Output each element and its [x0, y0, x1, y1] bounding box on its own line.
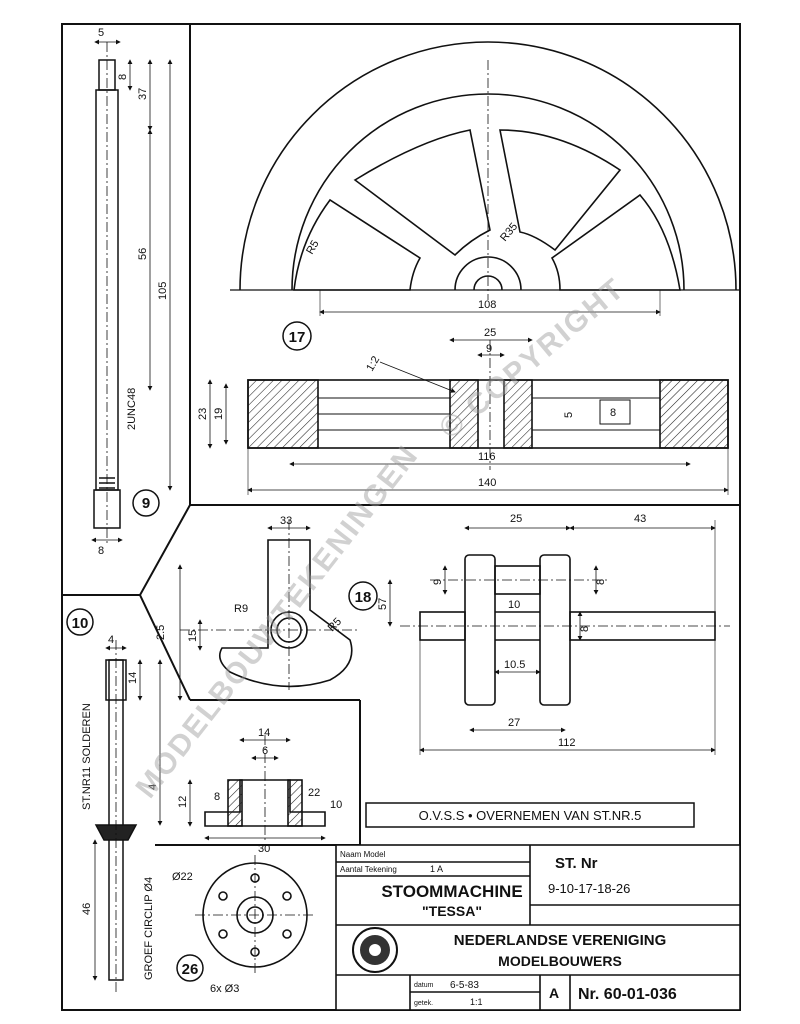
- p26-dim-d-top: 8: [214, 791, 220, 803]
- p17-dim-angle: 1:2: [364, 354, 382, 373]
- p10-dim-length: 46: [81, 903, 93, 915]
- p9-dim-l1: 37: [137, 88, 149, 100]
- p10-note-clip: GROEF CIRCLIP Ø4: [143, 877, 155, 980]
- p26-dim-holes: 6x Ø3: [210, 983, 239, 995]
- p9-balloon: [132, 489, 160, 517]
- p18-dim-arm-h: 15: [187, 630, 199, 642]
- p17-number: 17: [289, 329, 306, 346]
- watermark-text: MODELBOUWTEKENINGEN: [130, 439, 426, 804]
- tb-drawing-nr: Nr. 60-01-036: [578, 986, 677, 1003]
- part-17-flywheel: [230, 41, 740, 316]
- p26-dim-hub-w: 14: [258, 727, 270, 739]
- part-18-crankshaft: [387, 520, 730, 755]
- p26-number: 26: [182, 961, 199, 978]
- p18-dim-r-pin: R5: [326, 616, 344, 634]
- p18-number: 18: [355, 589, 372, 606]
- p18-dim-arm-w: 33: [280, 515, 292, 527]
- p10-balloon: [66, 608, 94, 636]
- p9-dim-bottom: 8: [98, 545, 104, 557]
- p17-dim-hub-w: 25: [484, 327, 496, 339]
- tb-st-parts: 9-10-17-18-26: [548, 881, 630, 896]
- tb-org-line1: NEDERLANDSE VERENIGING: [454, 932, 667, 949]
- tb-label-tekening: Aantal Tekening: [340, 865, 397, 874]
- p10-note-solder: ST.NR11 SOLDEREN: [81, 703, 93, 810]
- p18-balloon: [348, 581, 378, 611]
- p18-dim-arm-r: R9: [234, 603, 248, 615]
- p10-dim-side-d: 2.5: [155, 625, 167, 640]
- p9-number: 9: [142, 495, 150, 512]
- note-box: [365, 802, 695, 828]
- p18-dim-d-shaft: 8: [579, 626, 591, 632]
- p18-dim-d-pin: 8: [595, 579, 607, 585]
- p17-dim-web: 5: [563, 412, 575, 418]
- p18-dim-gap: 10.5: [504, 659, 525, 671]
- part-10-pin: [92, 640, 163, 995]
- p9-dim-top-w: 5: [98, 27, 104, 39]
- note-text: O.V.S.S • OVERNEMEN VAN ST.NR.5: [419, 808, 642, 823]
- p26-dim-pcd: Ø22: [172, 871, 193, 883]
- tb-label-naam: Naam Model: [340, 850, 386, 859]
- p17-dim-keyway: 8: [610, 407, 616, 419]
- p17-dim-h-outer: 23: [197, 408, 209, 420]
- p17-dim-outer: 108: [478, 299, 496, 311]
- p17-dim-bore: 9: [486, 343, 492, 355]
- p10-dim-pin-len: 14: [127, 672, 139, 684]
- p10-dim-top-d: 4: [108, 634, 114, 646]
- tb-sheet-nr: 1 A: [430, 864, 443, 874]
- tb-schaal-label: getek.: [414, 1000, 433, 1007]
- part-9-rod: [91, 39, 173, 545]
- p17-dim-width-outer: 140: [478, 477, 496, 489]
- tb-date-label: datum: [414, 982, 434, 989]
- tb-model-sub: "TESSA": [422, 903, 482, 919]
- p18-dim-total: 112: [558, 737, 576, 749]
- tb-model-name: STOOMMACHINE: [381, 882, 522, 901]
- tb-st-label: ST. Nr: [555, 855, 598, 872]
- p18-dim-d-small: 9: [432, 579, 444, 585]
- p17-dim-r-hub: R35: [498, 221, 520, 244]
- tb-format: A: [549, 985, 559, 1001]
- p9-dim-d1: 8: [117, 74, 129, 80]
- p26-dim-bore: 6: [262, 745, 268, 757]
- part-26-flange-section: [187, 735, 326, 841]
- part-26-flange-top: [195, 855, 315, 975]
- p26-dim-d-side: 22: [308, 787, 320, 799]
- tb-date: 6-5-83: [450, 980, 479, 991]
- p26-dim-width: 30: [258, 843, 270, 855]
- tb-org-line2: MODELBOUWERS: [498, 953, 622, 969]
- p10-dim-d-low: 4: [147, 784, 159, 790]
- p17-dim-width-inner: 116: [478, 451, 496, 463]
- org-logo: [352, 927, 398, 973]
- p18-dim-d-mid: 10: [508, 599, 520, 611]
- p26-balloon: [176, 954, 204, 982]
- p17-balloon: [282, 321, 312, 351]
- p26-dim-t-side: 10: [330, 799, 342, 811]
- p9-dim-thread: 2UNC48: [126, 388, 138, 430]
- p18-dim-web-len: 25: [510, 513, 522, 525]
- p18-dim-width-crank: 27: [508, 717, 520, 729]
- p10-number: 10: [72, 615, 89, 632]
- p9-dim-l2: 56: [137, 248, 149, 260]
- part-18-crank-arm: [177, 520, 360, 701]
- title-block: [335, 844, 741, 1011]
- part-17-section: [207, 337, 729, 495]
- p26-dim-flange-h: 12: [177, 796, 189, 808]
- p9-dim-l3: 105: [157, 282, 169, 300]
- p18-dim-arm-h2: 57: [377, 598, 389, 610]
- p17-dim-h-inner: 19: [213, 408, 225, 420]
- p18-dim-len-right: 43: [634, 513, 646, 525]
- tb-schaal: 1:1: [470, 997, 483, 1007]
